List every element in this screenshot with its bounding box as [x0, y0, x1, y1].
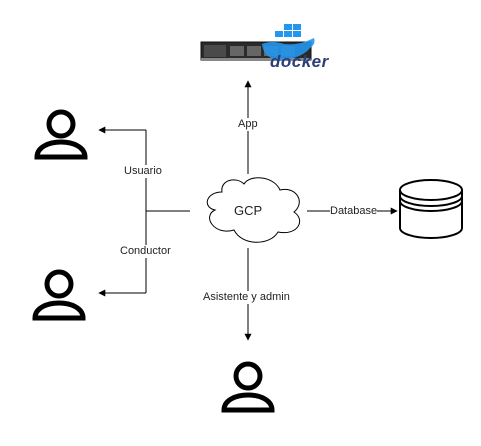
- edge-label-usuario: Usuario: [124, 165, 162, 178]
- user-icon-asistente: [221, 361, 275, 413]
- user-icon-usuario: [34, 109, 88, 160]
- gcp-label: GCP: [234, 203, 263, 218]
- cloud-icon: [206, 177, 300, 243]
- database-cylinder-icon: [399, 179, 463, 239]
- edge-users: [98, 126, 190, 297]
- edge-label-app: App: [238, 118, 258, 131]
- edge-label-database: Database: [330, 205, 378, 218]
- edge-label-asistente: Asistente y admin: [203, 291, 290, 304]
- docker-logo-text: docker: [270, 52, 329, 71]
- edge-label-conductor: Conductor: [120, 245, 171, 258]
- user-icon-conductor: [32, 269, 86, 321]
- docker-whale-icon: [262, 24, 315, 60]
